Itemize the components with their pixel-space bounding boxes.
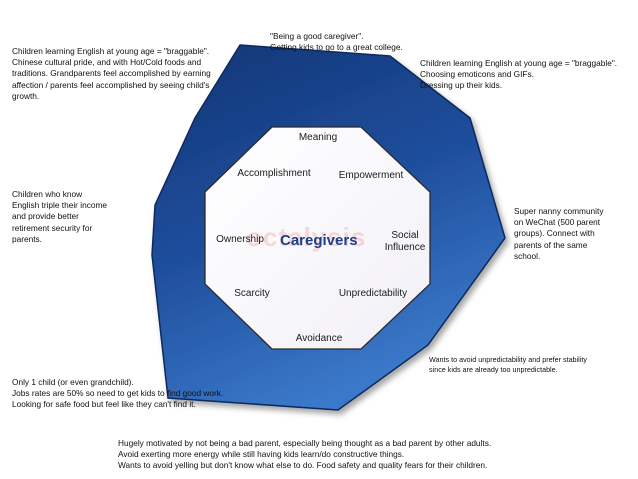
drive-avoidance: Avoidance xyxy=(295,333,343,344)
drive-ownership: Ownership xyxy=(216,234,264,245)
drive-unpredictability: Unpredictability xyxy=(338,288,408,299)
note-avoidance: Hugely motivated by not being a bad pare… xyxy=(118,438,492,471)
drive-accomplishment: Accomplishment xyxy=(237,168,311,179)
note-unpredictability: Wants to avoid unpredictability and pref… xyxy=(429,355,587,374)
note-meaning: "Being a good caregiver". Getting kids t… xyxy=(270,31,403,53)
drive-meaning: Meaning xyxy=(298,132,338,143)
note-social-influence: Super nanny community on WeChat (500 par… xyxy=(514,206,604,261)
center-title: Caregivers xyxy=(280,232,358,249)
drive-scarcity: Scarcity xyxy=(234,288,270,299)
drive-social-influence: Social Influence xyxy=(384,230,426,253)
drive-empowerment: Empowerment xyxy=(338,170,404,181)
note-accomplishment: Children learning English at young age =… xyxy=(12,46,211,101)
note-empowerment: Children learning English at young age =… xyxy=(420,58,618,91)
note-scarcity: Only 1 child (or even grandchild). Jobs … xyxy=(12,377,224,410)
watermark: octalysis xyxy=(246,222,367,252)
note-ownership: Children who know English triple their i… xyxy=(12,189,107,244)
inner-octagon xyxy=(204,126,431,350)
